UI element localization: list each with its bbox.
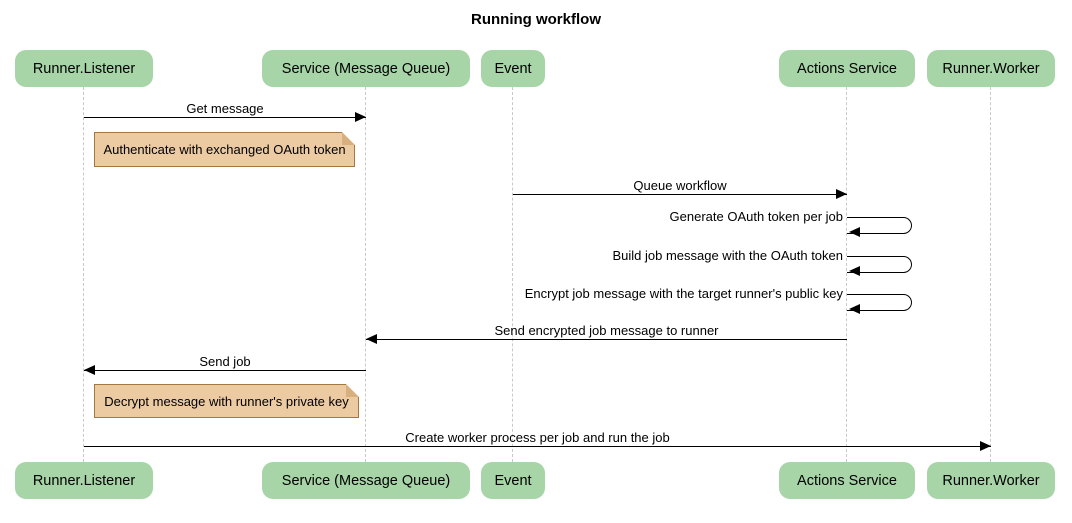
arrowhead-right-icon — [980, 441, 991, 451]
message-create-worker-line — [84, 446, 991, 447]
lifeline-actions-service — [846, 87, 847, 462]
lifeline-service-message-queue — [365, 87, 366, 462]
message-send-encrypted-line — [366, 339, 847, 340]
actor-service-message-queue-top: Service (Message Queue) — [262, 50, 470, 87]
arrowhead-left-icon — [849, 227, 860, 237]
arrowhead-left-icon — [366, 334, 377, 344]
actor-actions-service-top: Actions Service — [779, 50, 915, 87]
message-build-job-label: Build job message with the OAuth token — [612, 248, 843, 263]
actor-runner-listener-bottom: Runner.Listener — [15, 462, 153, 499]
arrowhead-right-icon — [355, 112, 366, 122]
arrowhead-left-icon — [84, 365, 95, 375]
message-create-worker-label: Create worker process per job and run th… — [405, 430, 670, 445]
lifeline-runner-worker — [990, 87, 991, 462]
message-queue-workflow-line — [513, 194, 847, 195]
actor-service-message-queue-bottom: Service (Message Queue) — [262, 462, 470, 499]
actor-runner-listener-top: Runner.Listener — [15, 50, 153, 87]
actor-event-top: Event — [481, 50, 545, 87]
actor-actions-service-bottom: Actions Service — [779, 462, 915, 499]
note-text: Decrypt message with runner's private ke… — [104, 393, 349, 409]
message-send-job-line — [84, 370, 366, 371]
note-text: Authenticate with exchanged OAuth token — [103, 142, 346, 157]
message-send-encrypted-label: Send encrypted job message to runner — [494, 323, 719, 338]
actor-event-bottom: Event — [481, 462, 545, 499]
self-loop-line — [847, 217, 912, 234]
note-fold-corner-icon — [342, 132, 355, 145]
lifeline-runner-listener — [83, 87, 84, 462]
note-fold-corner-icon — [346, 384, 359, 397]
arrowhead-left-icon — [849, 304, 860, 314]
note-decrypt-private-key: Decrypt message with runner's private ke… — [94, 384, 359, 418]
message-encrypt-job-label: Encrypt job message with the target runn… — [524, 286, 843, 301]
message-generate-oauth-label: Generate OAuth token per job — [669, 209, 843, 224]
message-get-message-line — [84, 117, 366, 118]
actor-runner-worker-top: Runner.Worker — [927, 50, 1055, 87]
message-get-message-label: Get message — [186, 101, 264, 116]
arrowhead-right-icon — [836, 189, 847, 199]
self-loop-line — [847, 256, 912, 273]
lifeline-event — [512, 87, 513, 462]
note-authenticate-oauth: Authenticate with exchanged OAuth token — [94, 132, 355, 167]
message-queue-workflow-label: Queue workflow — [633, 178, 727, 193]
diagram-title: Running workflow — [471, 11, 601, 28]
actor-runner-worker-bottom: Runner.Worker — [927, 462, 1055, 499]
message-send-job-label: Send job — [199, 354, 251, 369]
self-loop-line — [847, 294, 912, 311]
arrowhead-left-icon — [849, 266, 860, 276]
